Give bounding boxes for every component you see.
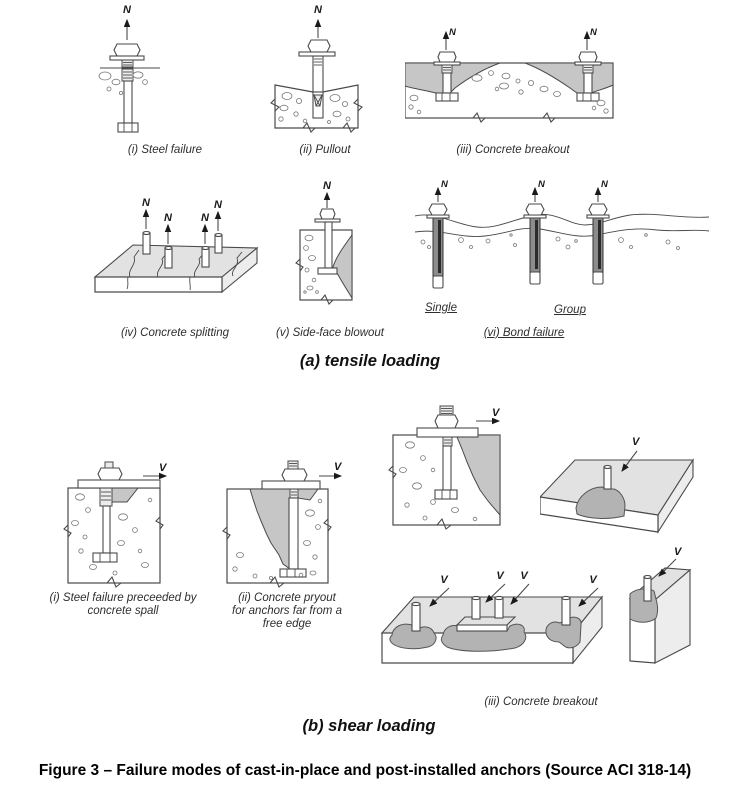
load-label-V: V [334, 461, 343, 473]
embedded-anchor [117, 68, 139, 133]
anchor-bolt [77, 461, 161, 563]
diagram-pullout: N [270, 4, 363, 133]
anchor-bolt [261, 460, 321, 578]
aggregate [71, 493, 153, 576]
anchor-bolt [416, 405, 479, 500]
pullout-hole [312, 91, 324, 119]
diagram-bond-failure: N N N [415, 179, 710, 289]
aggregate [408, 70, 609, 115]
break-marks [63, 516, 164, 588]
debris [420, 233, 680, 250]
label-concrete-breakout-tension: (iii) Concrete breakout [456, 144, 570, 156]
anchor-stud-left [411, 601, 421, 632]
load-arrow-N: N [323, 180, 332, 208]
diagram-concrete-pryout: V [222, 460, 343, 588]
broken-anchor-top [109, 43, 145, 68]
diagram-steel-failure-tension: N [98, 4, 160, 133]
label-concrete-pryout: (ii) Concrete pryout for anchors far fro… [232, 592, 342, 630]
aggregate [303, 234, 319, 294]
load-label-N: N [164, 212, 173, 224]
aggregate [399, 441, 478, 522]
breakout-region-right [545, 616, 582, 649]
load-label-N: N [441, 179, 449, 190]
load-arrow-V: V [476, 407, 501, 425]
load-label-N: N [590, 27, 598, 38]
load-label-N: N [449, 27, 457, 38]
splitting-cracks [126, 249, 243, 291]
load-label-N: N [323, 180, 332, 192]
load-label-V: V [674, 546, 683, 558]
diagram-shear-breakout-edge-block: V [628, 546, 692, 664]
break-marks [388, 465, 452, 530]
breakout-cone [575, 486, 626, 519]
label-single: Single [425, 302, 457, 314]
label-shear-steel-failure: (i) Steel failure preceeded by concrete … [49, 592, 197, 617]
load-label-N: N [123, 4, 132, 16]
load-label-V: V [440, 574, 449, 586]
diagram-side-face-blowout: N [295, 180, 353, 305]
load-label-V: V [520, 570, 529, 582]
break-marks [222, 518, 332, 588]
load-label-N: N [538, 179, 546, 190]
load-arrow-V: V [658, 546, 683, 577]
aggregate [98, 71, 148, 96]
slab-front-face [94, 276, 223, 293]
anchor-bolt-left: N [433, 27, 461, 102]
figure-caption: Figure 3 – Failure modes of cast-in-plac… [38, 762, 692, 779]
anchor-studs [142, 230, 223, 269]
label-steel-failure: (i) Steel failure [127, 144, 203, 156]
anchor-bolt [314, 208, 341, 275]
diagram-shear-breakout-slab-group: V V V V [380, 570, 604, 665]
load-label-V: V [589, 574, 598, 586]
break-marks [270, 98, 363, 133]
break-marks [472, 111, 556, 123]
bond-anchor-group-2: N [586, 179, 610, 285]
aggregate [278, 92, 351, 124]
load-arrows-V: V V V V [429, 570, 599, 607]
caption-tensile-loading: (a) tensile loading [299, 352, 441, 370]
label-concrete-breakout-shear: (iii) Concrete breakout [484, 696, 598, 708]
bond-anchor-single: N [426, 179, 450, 289]
load-arrow-V: V [621, 436, 641, 472]
diagram-shear-steel-failure: V [63, 461, 168, 588]
load-arrows-N: N N N N [142, 197, 223, 244]
label-bond-failure: (vi) Bond failure [483, 327, 565, 339]
load-label-N: N [142, 197, 151, 209]
label-concrete-splitting: (iv) Concrete splitting [120, 327, 229, 339]
load-arrow-V: V [319, 461, 343, 480]
load-label-V: V [492, 407, 501, 419]
diagram-concrete-breakout-tension: N N [405, 27, 614, 123]
load-label-V: V [159, 462, 168, 474]
anchor-stud [603, 464, 612, 490]
bond-surface-line-lower [415, 227, 710, 237]
diagram-shear-breakout-slab-single: V [540, 436, 695, 534]
break-marks [295, 258, 334, 305]
anchor-bolt-right: N [574, 27, 602, 102]
load-label-N: N [314, 4, 323, 16]
diagram-shear-breakout-block: V [388, 405, 501, 530]
load-arrow-N: N [123, 4, 132, 40]
load-label-N: N [214, 199, 223, 211]
load-label-V: V [496, 570, 505, 582]
load-arrow-N: N [314, 4, 323, 38]
load-label-V: V [632, 436, 641, 448]
breakout-region-left [389, 623, 437, 650]
bond-anchor-group-1: N [523, 179, 547, 285]
label-side-face-blowout: (v) Side-face blowout [275, 327, 385, 339]
diagram-concrete-splitting: N N N N [93, 197, 259, 294]
caption-shear-loading: (b) shear loading [302, 717, 436, 735]
bond-surface-line-upper [415, 213, 710, 228]
label-group: Group [554, 304, 586, 316]
anchor-plate [455, 616, 517, 632]
load-label-N: N [201, 212, 210, 224]
label-pullout: (ii) Pullout [299, 144, 351, 156]
anchor-stud [643, 574, 652, 602]
aggregate [232, 498, 323, 581]
anchor-bolt [298, 39, 336, 93]
anchor-stud-right [561, 595, 571, 626]
anchor-studs-middle [471, 595, 504, 620]
load-label-N: N [601, 179, 609, 190]
load-arrow-V: V [143, 462, 168, 480]
